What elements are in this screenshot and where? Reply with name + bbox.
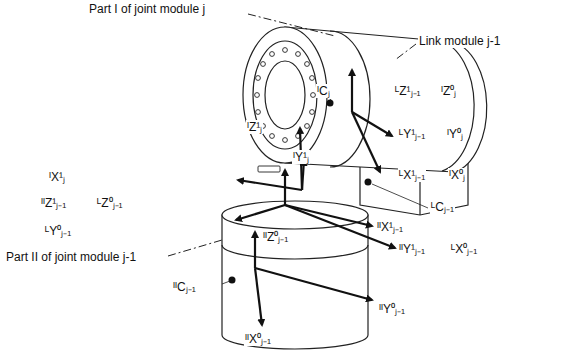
frame-label: ᴵY¹ⱼ (292, 150, 310, 164)
part-label: Part II of joint module j-1 (5, 250, 137, 264)
frame-label: ᴸX⁰ⱼ₋₁ (450, 242, 478, 256)
part-label: Part I of joint module j (88, 2, 206, 16)
frame-label: ᴵᴵX¹ⱼ₋₁ (376, 220, 404, 234)
frame-label: ᴵᴵX⁰ⱼ₋₁ (244, 332, 272, 346)
frame-label: ᴸZ¹ⱼ₋₁ (394, 84, 422, 98)
frame-label: ᴵZ¹ⱼ (246, 120, 263, 134)
frame-label: ᴵᴵZ¹ⱼ₋₁ (40, 196, 67, 210)
frame-label: ᴸCⱼ₋₁ (430, 200, 455, 214)
frame-label: ᴵᴵY¹ⱼ₋₁ (398, 242, 426, 256)
frame-label: ᴸX¹ⱼ₋₁ (398, 168, 426, 182)
frame-label: ᴵZ⁰ⱼ (440, 84, 457, 98)
frame-label: ᴸY¹ⱼ₋₁ (398, 127, 426, 141)
frame-label: ᴵᴵY⁰ⱼ₋₁ (378, 302, 406, 316)
frame-label: ᴵCⱼ (316, 84, 331, 98)
frame-label: ᴸY⁰ⱼ₋₁ (44, 224, 72, 238)
frame-label: ᴵX¹ⱼ (48, 170, 66, 184)
frame-label: ᴸZ⁰ⱼ₋₁ (96, 196, 124, 210)
frame-label: ᴵY⁰ⱼ (446, 127, 464, 141)
frame-label: ᴵᴵCⱼ₋₁ (172, 280, 197, 294)
part-label: Link module j-1 (418, 34, 501, 48)
frame-label: ᴵX⁰ⱼ (448, 168, 466, 182)
frame-label: ᴵᴵZ⁰ⱼ₋₁ (262, 230, 289, 244)
